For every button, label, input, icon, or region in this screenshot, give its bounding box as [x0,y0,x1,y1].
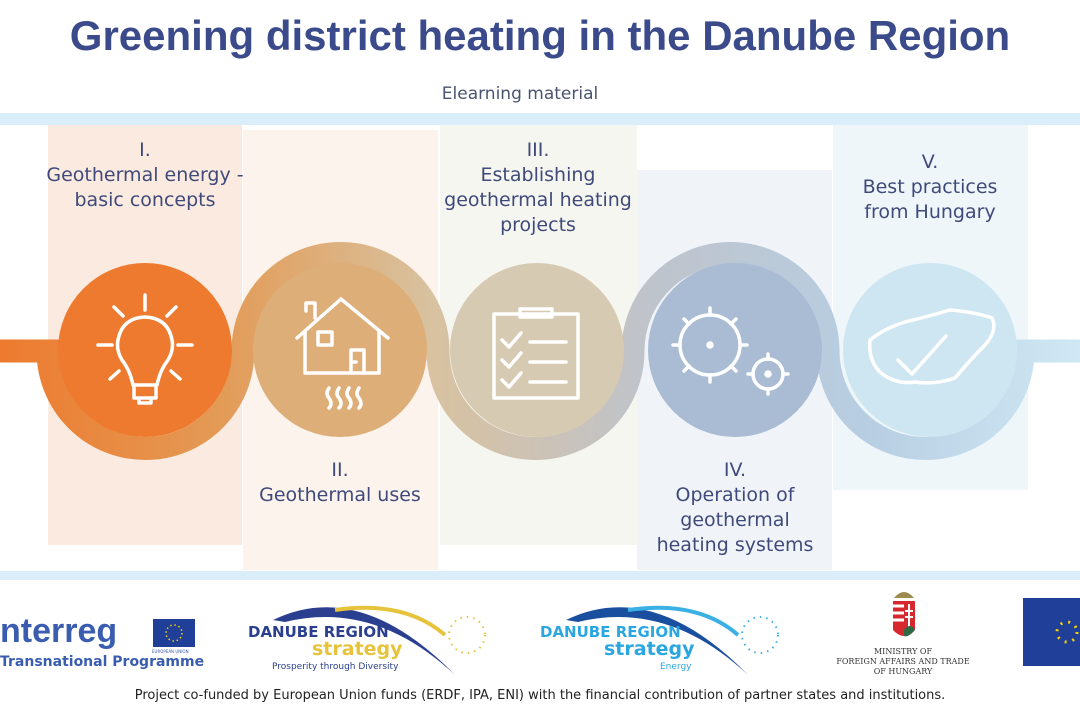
module-numeral: III. [526,139,550,161]
module-title: Operation of geothermal heating systems [656,484,814,556]
module-label-1[interactable]: I. Geothermal energy - basic concepts [45,138,245,213]
checklist-icon [492,307,580,400]
module-circle-2 [253,263,427,437]
module-circle-4 [648,263,822,437]
module-numeral: I. [139,139,151,161]
module-numeral: IV. [723,459,747,481]
module-numeral: V. [921,151,939,173]
module-circle-5 [843,263,1017,437]
header-divider [0,113,1080,125]
hungary-map-check-icon [867,308,996,385]
lightbulb-icon [96,293,194,405]
page-subtitle: Elearning material [441,84,599,104]
module-title: Geothermal energy - basic concepts [46,164,244,211]
co-funding-note: Project co-funded by European Union fund… [134,688,946,703]
module-circle-3 [450,263,624,437]
module-numeral: II. [331,459,349,481]
page-title: Greening district heating in the Danube … [69,12,1011,59]
module-title: Geothermal uses [259,484,421,506]
eu-flag-icon [1023,598,1080,666]
module-circle-1 [58,263,232,437]
footer-divider [0,571,1080,580]
gears-icon [671,306,790,396]
hungary-coat-of-arms-icon [893,592,915,637]
module-label-5[interactable]: V. Best practices from Hungary [830,150,1030,225]
wave-path [0,242,1080,460]
module-title: Establishing geothermal heating projects [444,164,632,236]
module-label-3[interactable]: III. Establishing geothermal heating proj… [438,138,638,238]
module-label-2[interactable]: II. Geothermal uses [240,458,440,508]
module-label-4[interactable]: IV. Operation of geothermal heating syste… [635,458,835,558]
eu-flag-icon [153,619,195,647]
house-heating-icon [295,297,390,410]
module-title: Best practices from Hungary [862,176,998,223]
